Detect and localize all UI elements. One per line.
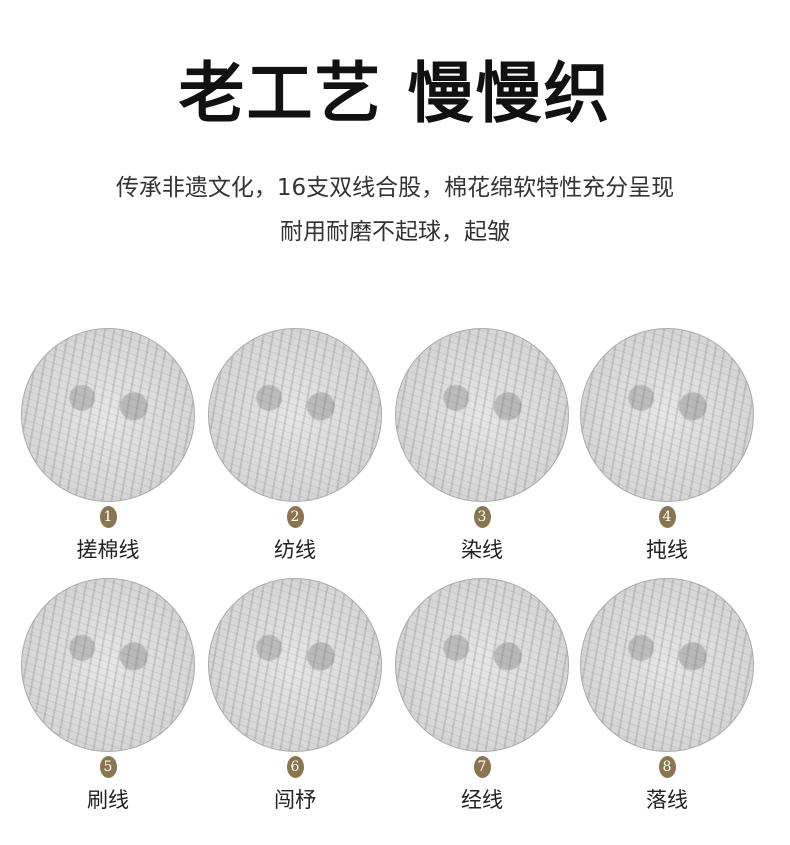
process-step: 3 染线 [392, 328, 572, 564]
process-step: 7 经线 [392, 578, 572, 814]
page-title: 老工艺 慢慢织 [178, 55, 612, 132]
process-step: 1 搓棉线 [18, 328, 198, 564]
step-label: 刷线 [87, 788, 129, 812]
craft-illustration [21, 578, 195, 752]
step-number-badge: 1 [99, 506, 117, 528]
craft-illustration [208, 328, 382, 502]
step-number-badge: 8 [658, 756, 676, 778]
process-step: 4 扽线 [577, 328, 757, 564]
craft-illustration [21, 328, 195, 502]
subtitle-line-1: 传承非遗文化，16支双线合股，棉花绵软特性充分呈现 [115, 175, 675, 201]
craft-illustration [580, 328, 754, 502]
craft-illustration [580, 578, 754, 752]
step-number-badge: 5 [99, 756, 117, 778]
process-step: 6 闯杼 [205, 578, 385, 814]
process-step: 2 纺线 [205, 328, 385, 564]
step-label: 闯杼 [274, 788, 316, 812]
craft-illustration [395, 578, 569, 752]
step-number-badge: 6 [286, 756, 304, 778]
step-label: 搓棉线 [76, 538, 140, 562]
step-label: 纺线 [274, 538, 316, 562]
step-label: 经线 [461, 788, 503, 812]
step-number-badge: 3 [473, 506, 491, 528]
step-number-badge: 2 [286, 506, 304, 528]
craft-illustration [208, 578, 382, 752]
process-step: 8 落线 [577, 578, 757, 814]
step-number-badge: 4 [658, 506, 676, 528]
step-number-badge: 7 [473, 756, 491, 778]
process-step: 5 刷线 [18, 578, 198, 814]
step-label: 扽线 [646, 538, 688, 562]
craft-illustration [395, 328, 569, 502]
subtitle-line-2: 耐用耐磨不起球，起皱 [280, 219, 510, 245]
step-label: 染线 [461, 538, 503, 562]
step-label: 落线 [646, 788, 688, 812]
